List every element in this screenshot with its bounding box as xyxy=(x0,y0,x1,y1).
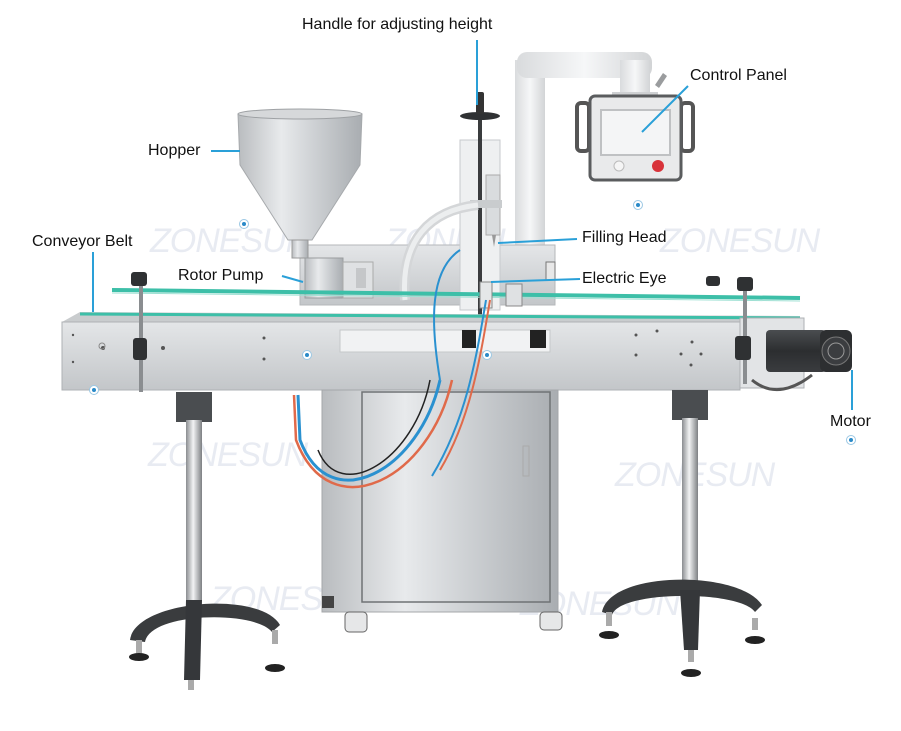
motor-illustration xyxy=(751,330,852,392)
marker-dot xyxy=(239,219,249,229)
marker-dot xyxy=(482,350,492,360)
label-hopper: Hopper xyxy=(148,142,201,159)
label-motor: Motor xyxy=(830,413,871,430)
leader-lines xyxy=(92,40,853,410)
watermark: ZONESUN xyxy=(660,222,820,260)
hopper-illustration xyxy=(237,108,363,259)
marker-dot xyxy=(302,350,312,360)
left-stand-foot xyxy=(129,600,285,690)
cabinet-illustration xyxy=(321,389,563,633)
marker-dot xyxy=(89,385,99,395)
conveyor-illustration xyxy=(61,272,805,392)
label-handle-for-adjusting-height: Handle for adjusting height xyxy=(302,16,493,33)
marker-dot xyxy=(846,435,856,445)
label-conveyor-belt: Conveyor Belt xyxy=(32,233,133,250)
watermark: ZONESUN xyxy=(148,436,308,474)
label-filling-head: Filling Head xyxy=(582,229,667,246)
label-rotor-pump: Rotor Pump xyxy=(178,267,264,284)
right-stand-foot xyxy=(599,579,765,677)
label-electric-eye: Electric Eye xyxy=(582,270,667,287)
label-control-panel: Control Panel xyxy=(690,67,787,84)
marker-dot xyxy=(633,200,643,210)
control-panel-illustration xyxy=(575,94,695,182)
